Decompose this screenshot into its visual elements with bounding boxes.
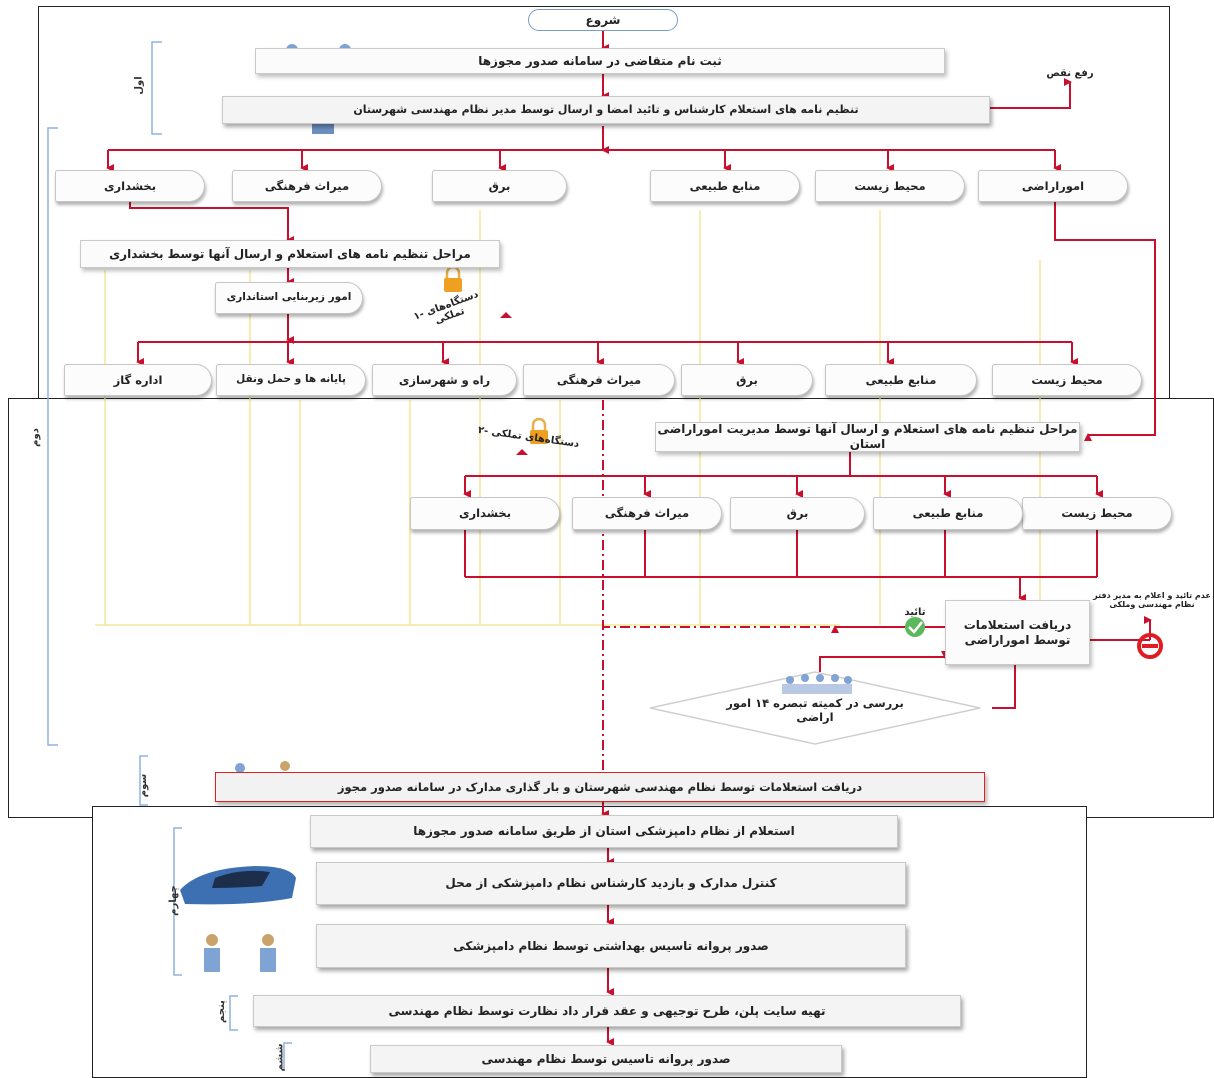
- site-plan-step: تهیه سایت پلن، طرح توجیهی و عقد قرار داد…: [253, 995, 961, 1027]
- row2-item-3: میراث فرهنگی: [523, 364, 675, 396]
- row2-item-1: منابع طبیعی: [825, 364, 977, 396]
- start-node: شروع: [528, 9, 678, 31]
- red-flow-lines: [106, 30, 1156, 1046]
- row1-item-5: بخشداری: [55, 170, 205, 202]
- stage-label-6: ششم: [274, 1043, 286, 1072]
- handshake-icon: [204, 934, 276, 972]
- no-entry-icon: [1137, 633, 1163, 659]
- reject-note: عدم تائید و اعلام به مدیر دفتر نظام مهند…: [1093, 591, 1211, 609]
- row2-item-0: محیط زیست: [992, 364, 1142, 396]
- row3-item-0: محیط زیست: [1022, 497, 1172, 530]
- inspect-step: کنترل مدارک و بازدید کارشناس نظام دامپزش…: [316, 862, 906, 905]
- stage-label-5: پنجم: [215, 1000, 227, 1023]
- row1-item-1: محیط زیست: [815, 170, 965, 202]
- province-steps: مراحل تنظیم نامه های استعلام و ارسال آنه…: [655, 422, 1080, 452]
- lock-icon-2: [530, 417, 548, 444]
- register-step: ثبت نام متقاضی در سامانه صدور مجوزها: [255, 48, 945, 74]
- stage-label-2: دوم: [29, 428, 41, 447]
- omur-zirbanayi: امور زیربنایی استانداری: [215, 282, 363, 314]
- vet-license-step: صدور پروانه تاسیس بهداشتی توسط نظام دامپ…: [316, 924, 906, 968]
- car-icon: [180, 866, 296, 905]
- committee-review: بررسی در کمیته تبصره ۱۴ امور اراضی: [726, 695, 904, 724]
- stage-label-3: سوم: [138, 773, 150, 798]
- row3-item-2: برق: [730, 497, 865, 530]
- approve-label: تائید: [904, 607, 926, 618]
- compose-step: تنظیم نامه های استعلام کارشناس و تائید ا…: [222, 96, 990, 124]
- decision-diamond: [649, 671, 981, 745]
- row1-item-3: برق: [432, 170, 567, 202]
- fix-defect-label: رفع نقص: [1046, 68, 1094, 79]
- bakhshdari-steps: مراحل تنظیم نامه های استعلام و ارسال آنه…: [80, 240, 500, 268]
- row3-item-1: منابع طبیعی: [873, 497, 1023, 530]
- row1-item-0: اموراراضی: [978, 170, 1128, 202]
- row1-item-4: میراث فرهنگی: [232, 170, 382, 202]
- row1-item-2: منابع طبیعی: [650, 170, 800, 202]
- meeting-icon: [782, 674, 852, 694]
- final-license-step: صدور پروانه تاسیس توسط نظام مهندسی: [370, 1045, 842, 1073]
- yellow-guides: [95, 210, 1041, 626]
- lock-icon: [444, 265, 462, 292]
- check-icon: [905, 617, 925, 637]
- row2-item-5: پایانه ها و حمل ونقل: [216, 364, 366, 396]
- blue-brackets: [47, 41, 292, 1069]
- row2-item-2: برق: [681, 364, 813, 396]
- row2-item-6: اداره گاز: [64, 364, 212, 396]
- stage-label-4: چهارم: [167, 885, 179, 916]
- receive-inquiries: دریافت استعلامات توسط اموراراضی: [945, 600, 1090, 665]
- row3-item-4: بخشداری: [410, 497, 560, 530]
- stage-label-1: اول: [133, 76, 145, 95]
- row3-item-3: میراث فرهنگی: [572, 497, 722, 530]
- final-receive-step: دریافت استعلامات توسط نظام مهندسی شهرستا…: [215, 772, 985, 802]
- row2-item-4: راه و شهرسازی: [372, 364, 517, 396]
- vet-inquiry-step: استعلام از نظام دامپزشکی استان از طریق س…: [310, 815, 898, 848]
